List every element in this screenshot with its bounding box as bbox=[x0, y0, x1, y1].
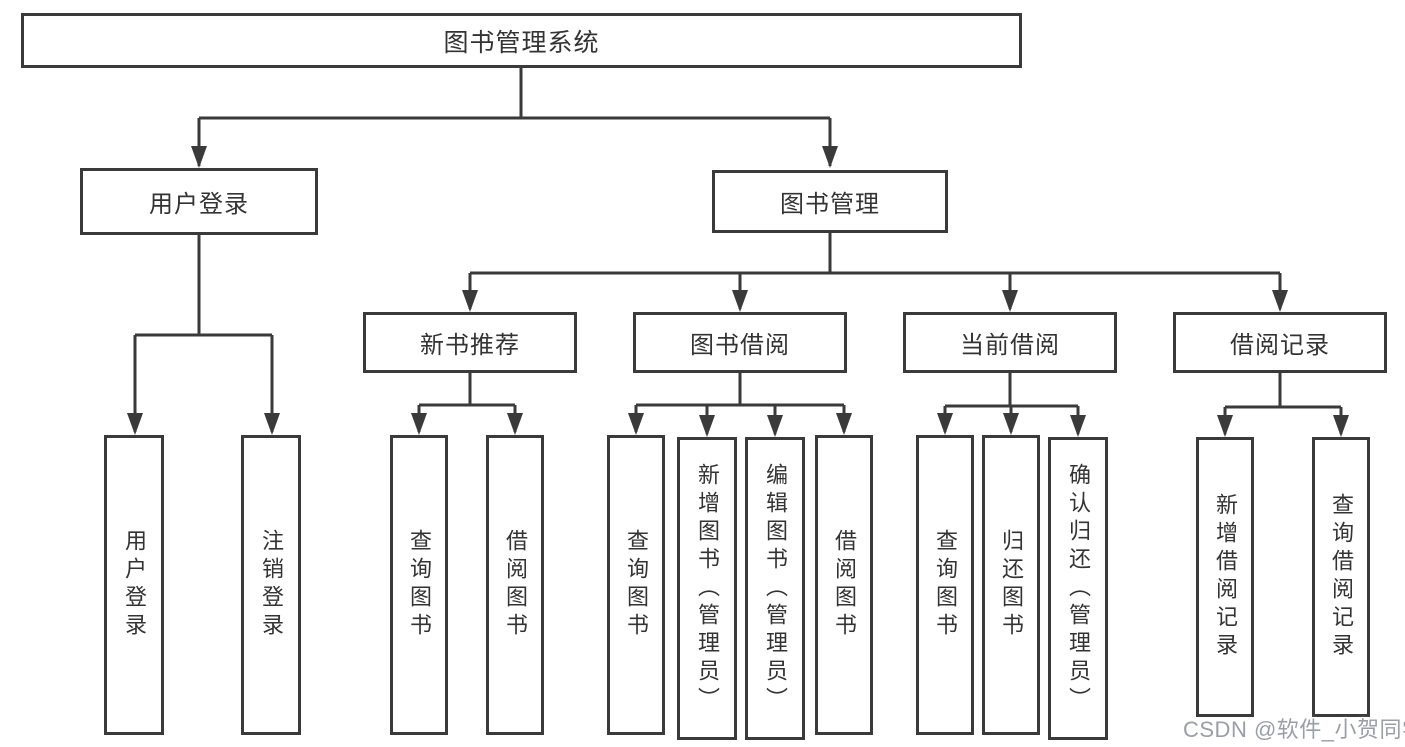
leaf-borrow-books-recommend: 借阅图书 bbox=[486, 435, 544, 735]
node-new-book-recommend: 新书推荐 bbox=[363, 312, 577, 373]
leaf-query-books-current: 查询图书 bbox=[916, 435, 974, 735]
arrowheads bbox=[127, 146, 1349, 437]
node-current-borrow: 当前借阅 bbox=[903, 312, 1117, 373]
node-book-management: 图书管理 bbox=[712, 170, 948, 233]
csdn-watermark: CSDN @软件_小贺同学 bbox=[1183, 717, 1405, 742]
leaf-query-books-borrow: 查询图书 bbox=[607, 435, 665, 735]
leaf-user-login: 用户登录 bbox=[104, 435, 164, 735]
leaf-edit-books-admin: 编辑图书（管理员） bbox=[745, 437, 805, 740]
leaf-return-books: 归还图书 bbox=[982, 435, 1040, 735]
leaf-query-borrow-record: 查询借阅记录 bbox=[1312, 437, 1370, 717]
leaf-borrow-books: 借阅图书 bbox=[815, 435, 873, 735]
node-user-login: 用户登录 bbox=[80, 168, 318, 235]
node-book-borrow: 图书借阅 bbox=[633, 312, 847, 373]
leaf-confirm-return-admin: 确认归还（管理员） bbox=[1048, 437, 1108, 740]
leaf-add-borrow-record: 新增借阅记录 bbox=[1196, 437, 1254, 717]
node-borrow-records: 借阅记录 bbox=[1173, 312, 1387, 373]
leaf-add-books-admin: 新增图书（管理员） bbox=[677, 437, 737, 740]
leaf-query-books-recommend: 查询图书 bbox=[390, 435, 448, 735]
leaf-logout: 注销登录 bbox=[241, 435, 301, 735]
node-library-management-system: 图书管理系统 bbox=[21, 13, 1022, 68]
